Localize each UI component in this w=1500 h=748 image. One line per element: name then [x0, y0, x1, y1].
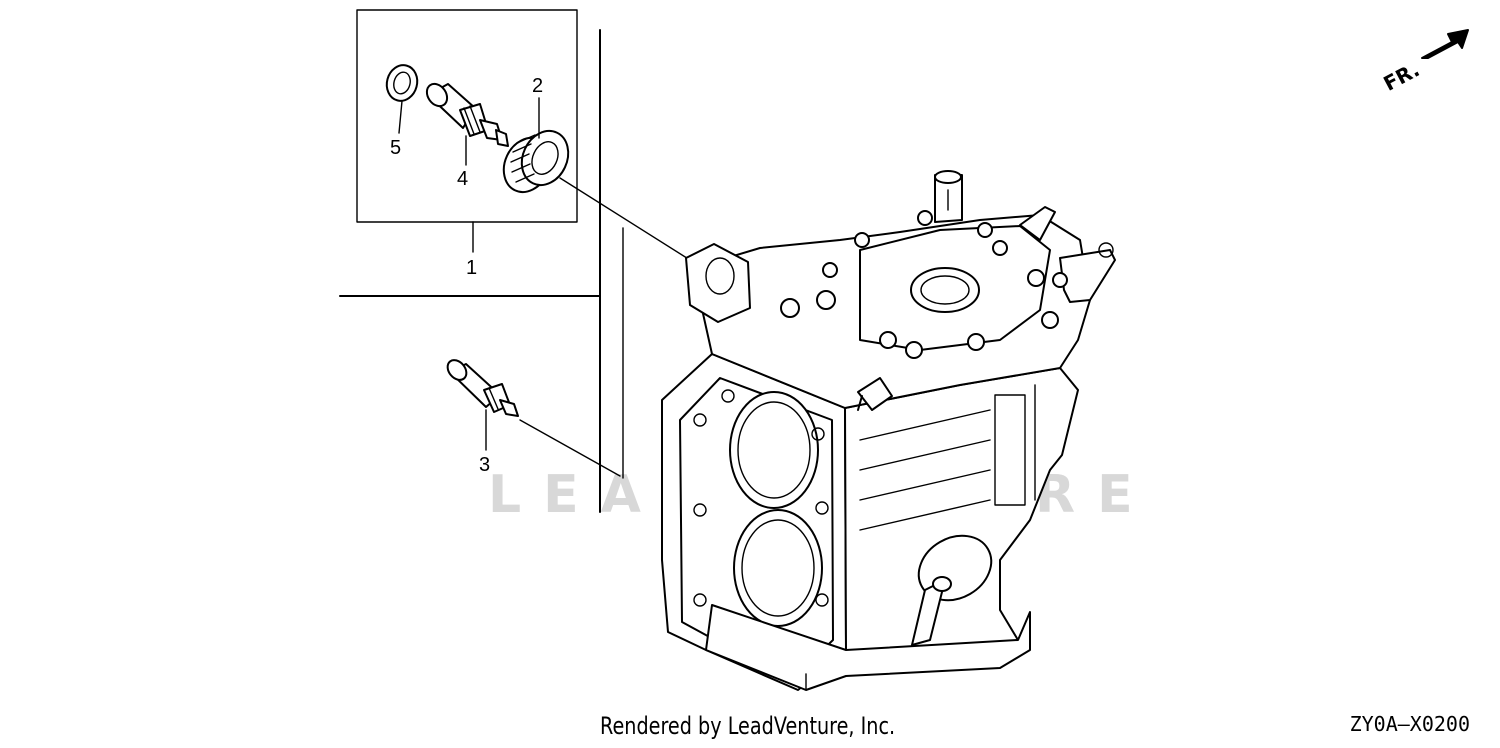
part-3-sensor[interactable] — [444, 356, 519, 417]
assembly-box — [356, 9, 578, 253]
part-2-bearing[interactable] — [495, 123, 577, 199]
callout-1[interactable]: 1 — [466, 257, 477, 279]
engine-block-illustration — [661, 170, 1116, 691]
leader-lines — [398, 97, 691, 477]
part-5-o-ring[interactable] — [383, 62, 421, 105]
front-arrow-icon: FR. — [1379, 29, 1469, 96]
callout-5[interactable]: 5 — [390, 137, 401, 159]
callout-4[interactable]: 4 — [457, 168, 468, 190]
part-4-shaft[interactable] — [423, 80, 509, 147]
frame-lines — [339, 29, 624, 513]
rendered-by-caption: Rendered by LeadVenture, Inc. — [600, 712, 896, 740]
callout-2[interactable]: 2 — [532, 75, 543, 97]
front-indicator-label: FR. — [1379, 57, 1423, 96]
diagram-code: ZY0A—X0200 — [1349, 712, 1470, 736]
callout-3[interactable]: 3 — [479, 454, 490, 476]
